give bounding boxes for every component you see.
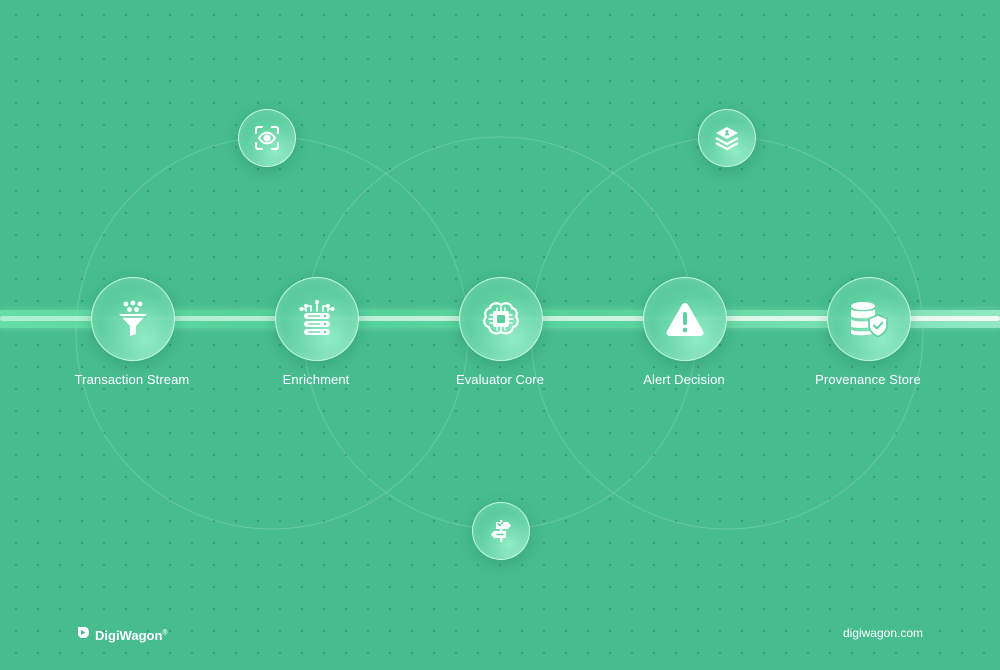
stage-label-transaction-stream: Transaction Stream	[74, 372, 190, 387]
brain-chip-icon	[482, 301, 520, 337]
brand-logo[interactable]: DigiWagon®	[77, 626, 168, 644]
stage-label-enrichment: Enrichment	[282, 372, 350, 387]
monitoring-node[interactable]	[238, 109, 296, 167]
warning-icon	[665, 301, 705, 337]
database-shield-icon	[849, 300, 889, 338]
stage-label-evaluator-core: Evaluator Core	[455, 372, 545, 387]
brand-arrow-icon	[77, 626, 90, 644]
layers-user-icon	[713, 124, 741, 152]
stage-node-provenance-store[interactable]	[827, 277, 911, 361]
layers-node[interactable]	[698, 109, 756, 167]
stage-label-alert-decision: Alert Decision	[643, 372, 725, 387]
stage-node-transaction-stream[interactable]	[91, 277, 175, 361]
stage-label-provenance-store: Provenance Store	[815, 372, 921, 387]
stage-node-alert-decision[interactable]	[643, 277, 727, 361]
database-circuit-icon	[298, 299, 336, 339]
stage-node-evaluator-core[interactable]	[459, 277, 543, 361]
signpost-icon	[487, 517, 515, 545]
brand-name: DigiWagon®	[95, 628, 168, 643]
funnel-icon	[115, 300, 151, 338]
stage-node-enrichment[interactable]	[275, 277, 359, 361]
eye-scan-icon	[253, 124, 281, 152]
brand-registered-mark: ®	[162, 629, 168, 637]
website-link[interactable]: digiwagon.com	[842, 626, 923, 640]
brand-name-text: DigiWagon	[95, 627, 163, 643]
routing-node[interactable]	[472, 502, 530, 560]
